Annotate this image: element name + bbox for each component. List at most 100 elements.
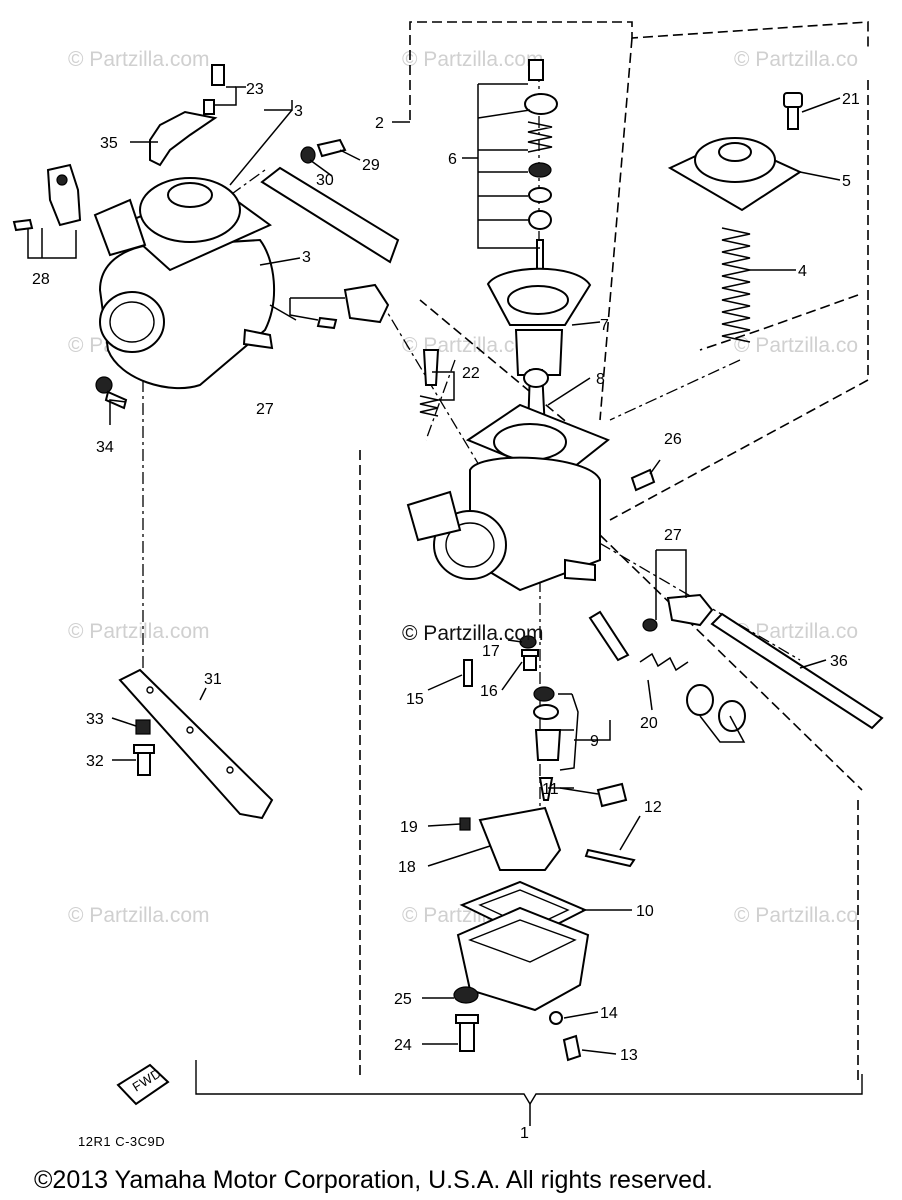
part-21-screw	[783, 92, 803, 130]
callout-3-body: 3	[302, 249, 311, 266]
part-14-ring	[549, 1011, 563, 1025]
part-23-screws	[203, 64, 225, 115]
callout-31: 31	[204, 671, 222, 688]
part-24-bolt	[455, 1014, 479, 1052]
part-5-top-cover	[667, 137, 803, 212]
callout-34: 34	[96, 439, 114, 456]
callout-33: 33	[86, 711, 104, 728]
part-35-lever	[149, 110, 218, 167]
part-16-jet	[521, 649, 539, 671]
watermark: © Partzilla.com	[402, 48, 544, 71]
upper-joint-plate	[260, 166, 400, 264]
carb-intake	[99, 291, 165, 353]
right-diagonal-boundary	[599, 534, 863, 791]
callout-27-left: 27	[256, 401, 274, 418]
part-20-spring-caps	[639, 652, 746, 732]
part-15-pin	[463, 659, 473, 687]
callout-35: 35	[100, 135, 118, 152]
pilot-rod	[588, 610, 630, 662]
callout-16: 16	[480, 683, 498, 700]
part-9-float-valve	[533, 686, 562, 801]
diagonal-boundary	[419, 299, 589, 441]
carb-top-cap	[139, 177, 241, 243]
part-12-pin	[584, 848, 636, 868]
callout-3-top: 3	[294, 103, 303, 120]
part-36-rod	[710, 612, 884, 730]
callout-29: 29	[362, 157, 380, 174]
center-watermark: © Partzilla.com	[402, 622, 544, 645]
callout-30: 30	[316, 172, 334, 189]
callout-14: 14	[600, 1005, 618, 1022]
mid-right-boundary	[699, 294, 859, 351]
callout-17: 17	[482, 643, 500, 660]
watermark: © Partzilla.co	[734, 48, 858, 71]
callout-32: 32	[86, 753, 104, 770]
callout-10: 10	[636, 903, 654, 920]
part-28-bracket	[12, 163, 82, 232]
callout-18: 18	[398, 859, 416, 876]
callout-28: 28	[32, 271, 50, 288]
callout-15: 15	[406, 691, 424, 708]
part-25-washer	[453, 986, 479, 1004]
part-27-right-link	[642, 593, 714, 632]
part-31-bracket	[118, 668, 274, 820]
watermark: © Partzilla.co	[734, 904, 858, 927]
group-2-boundary	[409, 21, 633, 120]
callout-labels: 1 2 21 23 3 3 35 29 30 6 5 4 28 7 8 22 2…	[32, 81, 860, 1142]
callout-26: 26	[664, 431, 682, 448]
main-carb-body	[406, 403, 610, 592]
part-13-screw	[562, 1034, 582, 1062]
part-26-screw	[630, 468, 656, 492]
callout-8: 8	[596, 371, 605, 388]
callout-20: 20	[640, 715, 658, 732]
part-29-30-screw-washer	[300, 138, 347, 164]
fwd-arrow: FWD	[116, 1063, 170, 1106]
callout-27-right: 27	[664, 527, 682, 544]
callout-25: 25	[394, 991, 412, 1008]
watermark: © Partzilla.com	[68, 904, 210, 927]
group-2-inner-boundary	[599, 37, 633, 421]
carb-nozzle	[242, 328, 274, 350]
part-33-nut	[135, 719, 151, 735]
part-4-spring	[721, 227, 751, 343]
part-19-screw	[459, 817, 471, 831]
callout-1: 1	[520, 1125, 529, 1142]
copyright-notice: ©2013 Yamaha Motor Corporation, U.S.A. A…	[34, 1166, 713, 1194]
callout-23: 23	[246, 81, 264, 98]
main-nozzle	[564, 558, 596, 582]
callout-2: 2	[375, 115, 384, 132]
diagram-code: 12R1 C-3C9D	[78, 1134, 165, 1149]
callout-6: 6	[448, 151, 457, 168]
callout-12: 12	[644, 799, 662, 816]
assembly-bracket	[195, 1060, 863, 1106]
part-22-screw-spring	[419, 349, 440, 417]
callout-9: 9	[590, 733, 599, 750]
callout-21: 21	[842, 91, 860, 108]
part-11-clip	[596, 782, 628, 808]
callout-5: 5	[842, 173, 851, 190]
leader-lines	[27, 83, 841, 1126]
upper-right-boundary-lower	[609, 80, 869, 521]
choke-lever	[93, 198, 147, 257]
callout-22: 22	[462, 365, 480, 382]
part-6-needle-set	[524, 59, 558, 291]
part-34-screw	[95, 376, 128, 410]
group-boundaries	[195, 21, 869, 1106]
watermark: © Partzilla.com	[68, 620, 210, 643]
left-carburetor-assembly	[93, 177, 276, 390]
watermark: © Partzilla.co	[734, 620, 858, 643]
watermark: © Partzilla.com	[68, 48, 210, 71]
throttle-lever	[406, 490, 462, 542]
callout-7: 7	[600, 317, 609, 334]
callout-24: 24	[394, 1037, 412, 1054]
part-7-piston-valve	[486, 267, 592, 376]
part-32-bolt	[133, 744, 155, 776]
callout-13: 13	[620, 1047, 638, 1064]
callout-4: 4	[798, 263, 807, 280]
callout-36: 36	[830, 653, 848, 670]
part-27-left-link	[316, 283, 390, 330]
callout-11: 11	[542, 781, 559, 798]
part-18-float	[478, 806, 562, 871]
upper-right-boundary	[631, 21, 869, 50]
